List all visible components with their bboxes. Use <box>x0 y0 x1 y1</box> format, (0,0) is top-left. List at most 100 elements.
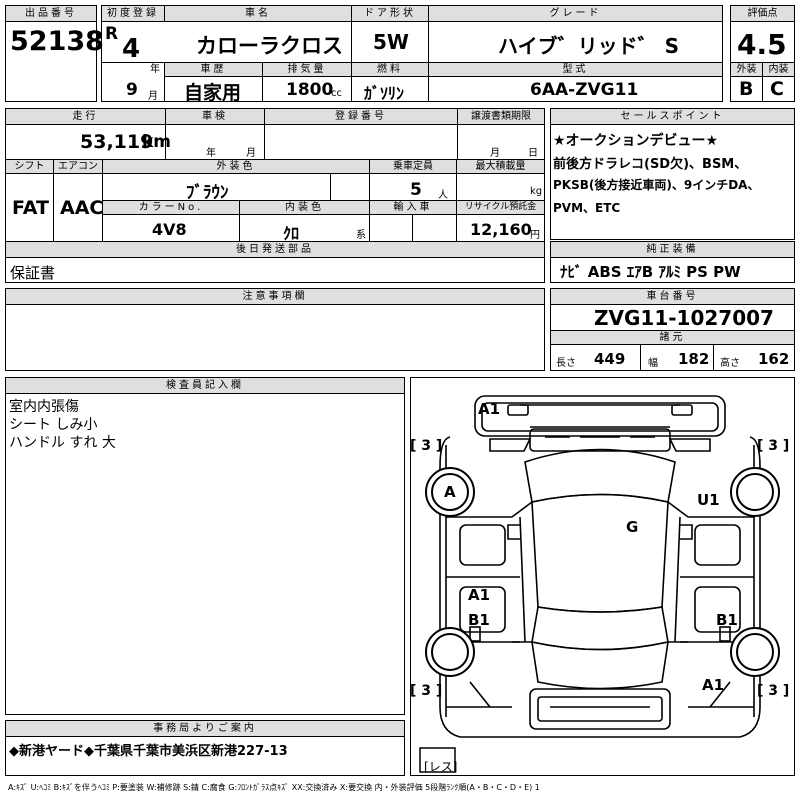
capacity-unit: 人 <box>438 190 448 201</box>
office-label: 事務局よりご案内 <box>5 720 405 737</box>
genuine-label: 純正装備 <box>550 241 795 258</box>
int-color-label: 内装色 <box>239 200 370 215</box>
rating-ext-label: 外装 <box>730 62 763 77</box>
tire-depth-front-right: [ 3 ] <box>757 438 790 454</box>
transfer-label: 譲渡書類期限 <box>457 108 545 125</box>
specs-width-label: 幅 <box>648 358 658 369</box>
specs-length: 449 <box>594 350 626 368</box>
notes-label: 注意事項欄 <box>5 288 545 305</box>
mileage-label: 走行 <box>5 108 166 125</box>
displacement-unit: cc <box>331 88 342 99</box>
mileage-value: 53,119 <box>80 131 154 153</box>
mark-roof: G <box>626 518 639 536</box>
first-reg-year: 4 <box>122 34 141 64</box>
car-name-label: 車名 <box>164 5 352 22</box>
rating-label: 評価点 <box>730 5 795 22</box>
tire-depth-value: 3 <box>421 683 432 699</box>
history-label: 車歴 <box>164 62 263 77</box>
model-label: 型式 <box>428 62 723 77</box>
max-load-unit: kg <box>530 186 543 197</box>
mark-left-rear-door-a: A1 <box>468 586 491 604</box>
genuine-value: ﾅﾋﾞ ABS ｴｱB ｱﾙﾐ PS PW <box>560 263 741 281</box>
specs-label: 諸元 <box>550 330 795 345</box>
inspection-label: 車検 <box>165 108 265 125</box>
inspector-line: 室内内張傷 <box>9 399 79 415</box>
rating-int-label: 内装 <box>762 62 795 77</box>
inspection-year-unit: 年 <box>206 148 216 159</box>
damage-diagram <box>410 377 795 776</box>
aircon-value: AAC <box>60 197 104 219</box>
mark-right-front-door: U1 <box>697 491 720 509</box>
transfer-month-unit: 月 <box>490 148 500 159</box>
recycle-value: 12,160 <box>470 220 532 239</box>
car-outline <box>419 395 780 773</box>
sales-point-line: PKSB(後方接近車両)、9インチDA、 <box>553 178 760 192</box>
rating-value: 4.5 <box>737 28 787 61</box>
sales-point-line: PVM、ETC <box>553 201 621 215</box>
spare-tire: [レス] <box>424 760 458 774</box>
mark-right-rear-corner: A1 <box>702 676 725 694</box>
ext-color-label: 外装色 <box>102 159 370 174</box>
mileage-unit: km <box>142 132 172 152</box>
grade-value: ハイブ゛リッド゛ S <box>498 34 679 58</box>
chassis-label: 車台番号 <box>550 288 795 305</box>
inspector-line: シート しみ小 <box>9 417 98 433</box>
door-value: 5W <box>373 30 409 54</box>
first-reg-era: R <box>105 24 119 44</box>
model-value: 6AA-ZVG11 <box>530 80 639 100</box>
capacity-label: 乗車定員 <box>369 159 457 174</box>
spare-tire-value: レス <box>428 760 453 774</box>
inspector-label: 検査員記入欄 <box>5 377 405 394</box>
shift-value: FAT <box>12 197 49 219</box>
fuel-label: 燃料 <box>351 62 429 77</box>
car-name: カローラクロス <box>196 34 343 58</box>
ext-color-value: ﾌﾞﾗｳﾝ <box>186 183 229 203</box>
reg-no-label: 登録番号 <box>264 108 458 125</box>
door-label: ドア形状 <box>351 5 429 22</box>
tire-depth-value: 3 <box>768 438 779 454</box>
mark-left-front-door: A <box>444 483 456 501</box>
rating-int: C <box>770 78 784 100</box>
specs-height-label: 高さ <box>720 358 740 369</box>
tire-depth-front-left: [ 3 ] <box>410 438 443 454</box>
int-color-value: ｸﾛ <box>283 224 300 243</box>
rating-ext: B <box>739 78 754 100</box>
mark-left-rear-door-b: B1 <box>468 611 490 629</box>
displacement-label: 排気量 <box>262 62 352 77</box>
grade-label: グレード <box>428 5 723 22</box>
import-label: 輸入車 <box>369 200 457 215</box>
history-value: 自家用 <box>184 82 242 104</box>
specs-height: 162 <box>758 350 790 368</box>
lot-label: 出品番号 <box>5 5 97 22</box>
tire-depth-value: 3 <box>421 438 432 454</box>
tire-depth-value: 3 <box>768 683 779 699</box>
first-reg-year-unit: 年 <box>150 64 160 75</box>
mark-right-rear-door: B1 <box>716 611 738 629</box>
tire-depth-rear-left: [ 3 ] <box>410 683 443 699</box>
capacity-value: 5 <box>410 180 422 200</box>
int-color-unit: 系 <box>356 230 366 241</box>
later-parts-value: 保証書 <box>10 264 56 282</box>
chassis-value: ZVG11-1027007 <box>594 306 774 330</box>
first-reg-month: 9 <box>126 80 138 100</box>
tire-depth-rear-right: [ 3 ] <box>757 683 790 699</box>
sales-point-box <box>550 108 795 240</box>
displacement-value: 1800 <box>286 80 334 100</box>
aircon-label: エアコン <box>53 159 103 174</box>
fuel-value: ｶﾞｿﾘﾝ <box>364 84 405 103</box>
legend: A:ｷｽﾞ U:ﾍｺﾐ B:ｷｽﾞを伴うﾍｺﾐ P:要塗装 W:補修跡 S:錆 … <box>8 783 540 792</box>
shift-label: シフト <box>5 159 54 174</box>
sales-point-line: ★オークションデビュー★ <box>553 133 719 149</box>
recycle-unit: 円 <box>530 230 540 241</box>
first-reg-month-unit: 月 <box>148 91 158 102</box>
sales-point-line: 前後方ドラレコ(SD欠)、BSM、 <box>553 157 748 172</box>
later-parts-label: 後日発送部品 <box>5 241 545 258</box>
recycle-label: リサイクル預託金 <box>456 200 545 215</box>
color-no-value: 4V8 <box>152 220 187 239</box>
lot-number: 52138 <box>10 26 104 57</box>
mark-front: A1 <box>478 400 501 418</box>
transfer-day-unit: 日 <box>528 148 538 159</box>
office-value: ◆新港ヤード◆千葉県千葉市美浜区新港227-13 <box>9 744 288 759</box>
inspector-line: ハンドル すれ 大 <box>9 435 116 451</box>
color-no-label: カラーNo. <box>102 200 240 215</box>
